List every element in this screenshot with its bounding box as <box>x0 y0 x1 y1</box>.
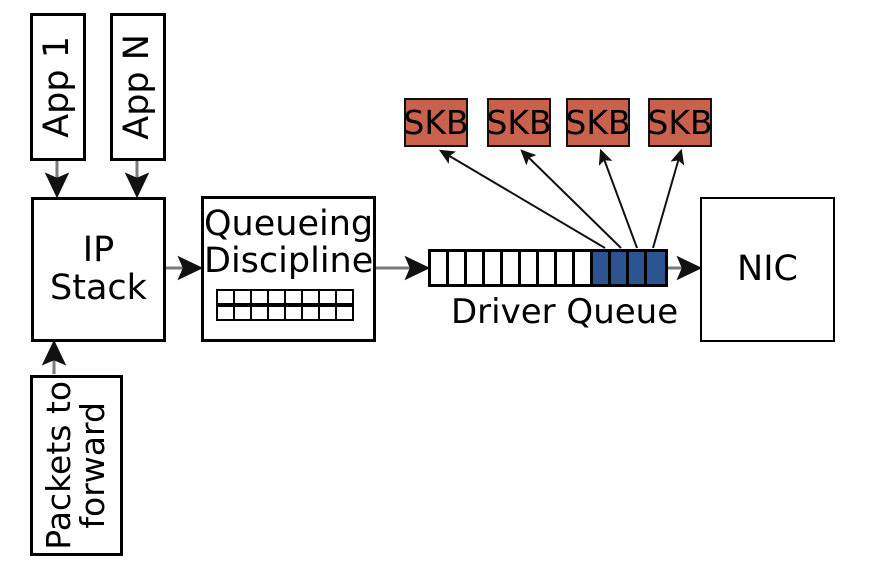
node-queueing-discipline[interactable]: Queueing Discipline <box>201 196 376 342</box>
driver-queue-cell-empty <box>485 252 503 284</box>
node-queueing-discipline-line1: Queueing <box>204 204 374 244</box>
node-skb-3-label: SKB <box>565 103 631 142</box>
qdisc-queue-row-1 <box>216 289 354 305</box>
node-app-n-label: App N <box>117 34 158 140</box>
driver-queue-cell-empty <box>575 252 593 284</box>
driver-queue-cell-empty <box>449 252 467 284</box>
edge-dq-cell4-to-skb4 <box>652 148 685 249</box>
node-app-n[interactable]: App N <box>110 13 166 161</box>
node-queueing-discipline-line2: Discipline <box>204 241 374 282</box>
driver-queue-cell-empty <box>557 252 575 284</box>
node-app-1-label: App 1 <box>37 36 78 138</box>
node-packets-to-forward[interactable]: Packets to forward <box>30 375 123 556</box>
node-nic-label: NIC <box>737 248 798 289</box>
driver-queue-cell-empty <box>467 252 485 284</box>
node-skb-4-label: SKB <box>647 103 713 142</box>
driver-queue-cell-filled <box>629 252 647 284</box>
node-skb-1[interactable]: SKB <box>403 98 469 147</box>
node-driver-queue[interactable] <box>428 249 668 287</box>
node-app-1[interactable]: App 1 <box>30 13 86 161</box>
driver-queue-cell-filled <box>593 252 611 284</box>
edge-dq-cell1-to-skb1 <box>438 149 606 249</box>
qdisc-cell <box>335 289 354 305</box>
node-nic[interactable]: NIC <box>700 197 835 342</box>
node-queueing-discipline-label: Queueing Discipline <box>204 204 374 282</box>
node-driver-queue-label: Driver Queue <box>451 292 679 332</box>
qdisc-queue-row-2 <box>216 305 354 321</box>
node-skb-1-label: SKB <box>403 103 469 142</box>
node-ip-stack[interactable]: IP Stack <box>31 197 166 342</box>
node-skb-4[interactable]: SKB <box>647 98 713 147</box>
node-ip-stack-line2: Stack <box>50 267 147 308</box>
driver-queue-cell-empty <box>431 252 449 284</box>
driver-queue-cell-filled <box>647 252 665 284</box>
node-skb-2[interactable]: SKB <box>486 98 552 147</box>
node-packets-to-forward-line2: forward <box>73 402 113 529</box>
node-packets-to-forward-line1: Packets to <box>39 381 79 550</box>
node-packets-to-forward-label: Packets to forward <box>39 381 113 550</box>
driver-queue-cell-empty <box>503 252 521 284</box>
driver-queue-cell-empty <box>539 252 557 284</box>
driver-queue-cell-filled <box>611 252 629 284</box>
edge-dq-cell3-to-skb3 <box>598 148 638 249</box>
node-ip-stack-line1: IP <box>82 229 115 270</box>
edge-dq-cell2-to-skb2 <box>520 149 622 249</box>
node-skb-3[interactable]: SKB <box>565 98 631 147</box>
node-skb-2-label: SKB <box>486 103 552 142</box>
qdisc-cell <box>335 305 354 321</box>
driver-queue-cell-empty <box>521 252 539 284</box>
